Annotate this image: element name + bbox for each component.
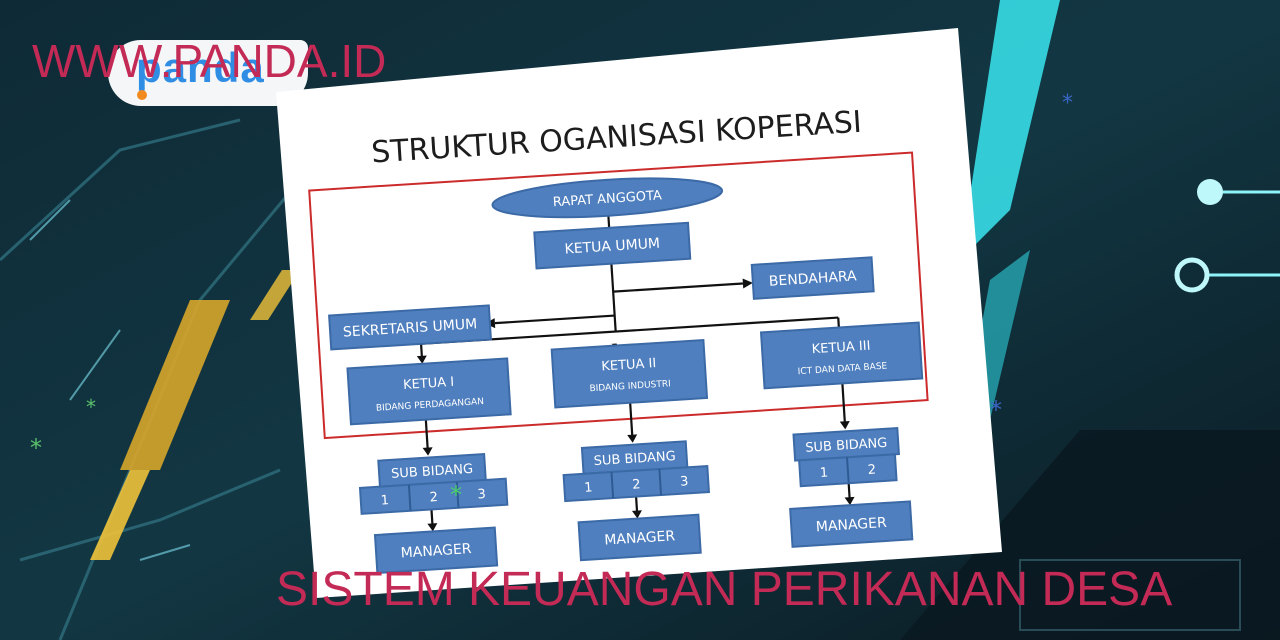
svg-text:*: * [30, 434, 42, 462]
svg-text:*: * [86, 395, 96, 419]
node-ketua-2-label: KETUA II [601, 356, 657, 374]
node-ketua-3: KETUA III ICT DAN DATA BASE [759, 321, 924, 390]
star-icon: * [450, 481, 462, 509]
sub-unit-2-2: 2 [632, 477, 641, 492]
sub-bidang-group-2: SUB BIDANG 1 2 3 [562, 440, 710, 503]
node-ketua-1: KETUA I BIDANG PERDAGANGAN [346, 357, 512, 426]
node-ketua-umum-label: KETUA UMUM [564, 236, 660, 258]
site-url: WWW.PANDA.ID [32, 35, 387, 87]
sub-unit-1-2: 2 [429, 490, 438, 505]
node-ketua-2: KETUA II BIDANG INDUSTRI [550, 338, 709, 409]
sub-unit-3-1: 1 [819, 466, 828, 481]
caption-title: SISTEM KEUANGAN PERIKANAN DESA [276, 563, 1173, 616]
node-manager-3: MANAGER [789, 500, 914, 548]
node-rapat-anggota: RAPAT ANGGOTA [491, 177, 724, 219]
node-bendahara: BENDAHARA [750, 256, 875, 300]
node-rapat-anggota-label: RAPAT ANGGOTA [552, 188, 662, 210]
node-manager-1: MANAGER [373, 526, 499, 575]
node-sekretaris-umum: SEKRETARIS UMUM [328, 304, 492, 351]
svg-text:*: * [1062, 91, 1073, 116]
sub-unit-2-1: 1 [584, 480, 593, 495]
sub-bidang-group-3: SUB BIDANG 1 2 [792, 426, 900, 488]
sub-unit-1-3: 3 [477, 487, 486, 502]
logo-text: panda [136, 44, 265, 91]
svg-text:*: * [990, 396, 1002, 424]
node-ketua-umum: KETUA UMUM [533, 221, 692, 270]
chart-frame [308, 151, 929, 440]
sub-bidang-2-label: SUB BIDANG [593, 449, 676, 469]
manager-1-label: MANAGER [400, 541, 472, 561]
manager-3-label: MANAGER [815, 515, 887, 535]
node-ketua-3-label: KETUA III [811, 339, 871, 358]
sub-bidang-group-1: SUB BIDANG 1 2 3 [358, 452, 509, 515]
manager-2-label: MANAGER [604, 528, 676, 548]
sub-bidang-1-label: SUB BIDANG [391, 462, 474, 482]
sub-unit-2-3: 3 [680, 474, 689, 489]
sub-unit-3-2: 2 [867, 462, 876, 477]
node-manager-2: MANAGER [577, 513, 702, 562]
sub-unit-1-1: 1 [380, 493, 389, 508]
node-ketua-1-label: KETUA I [403, 375, 455, 393]
logo-dot-icon [137, 90, 147, 100]
sub-bidang-3-label: SUB BIDANG [805, 436, 888, 456]
node-bendahara-label: BENDAHARA [768, 268, 857, 290]
